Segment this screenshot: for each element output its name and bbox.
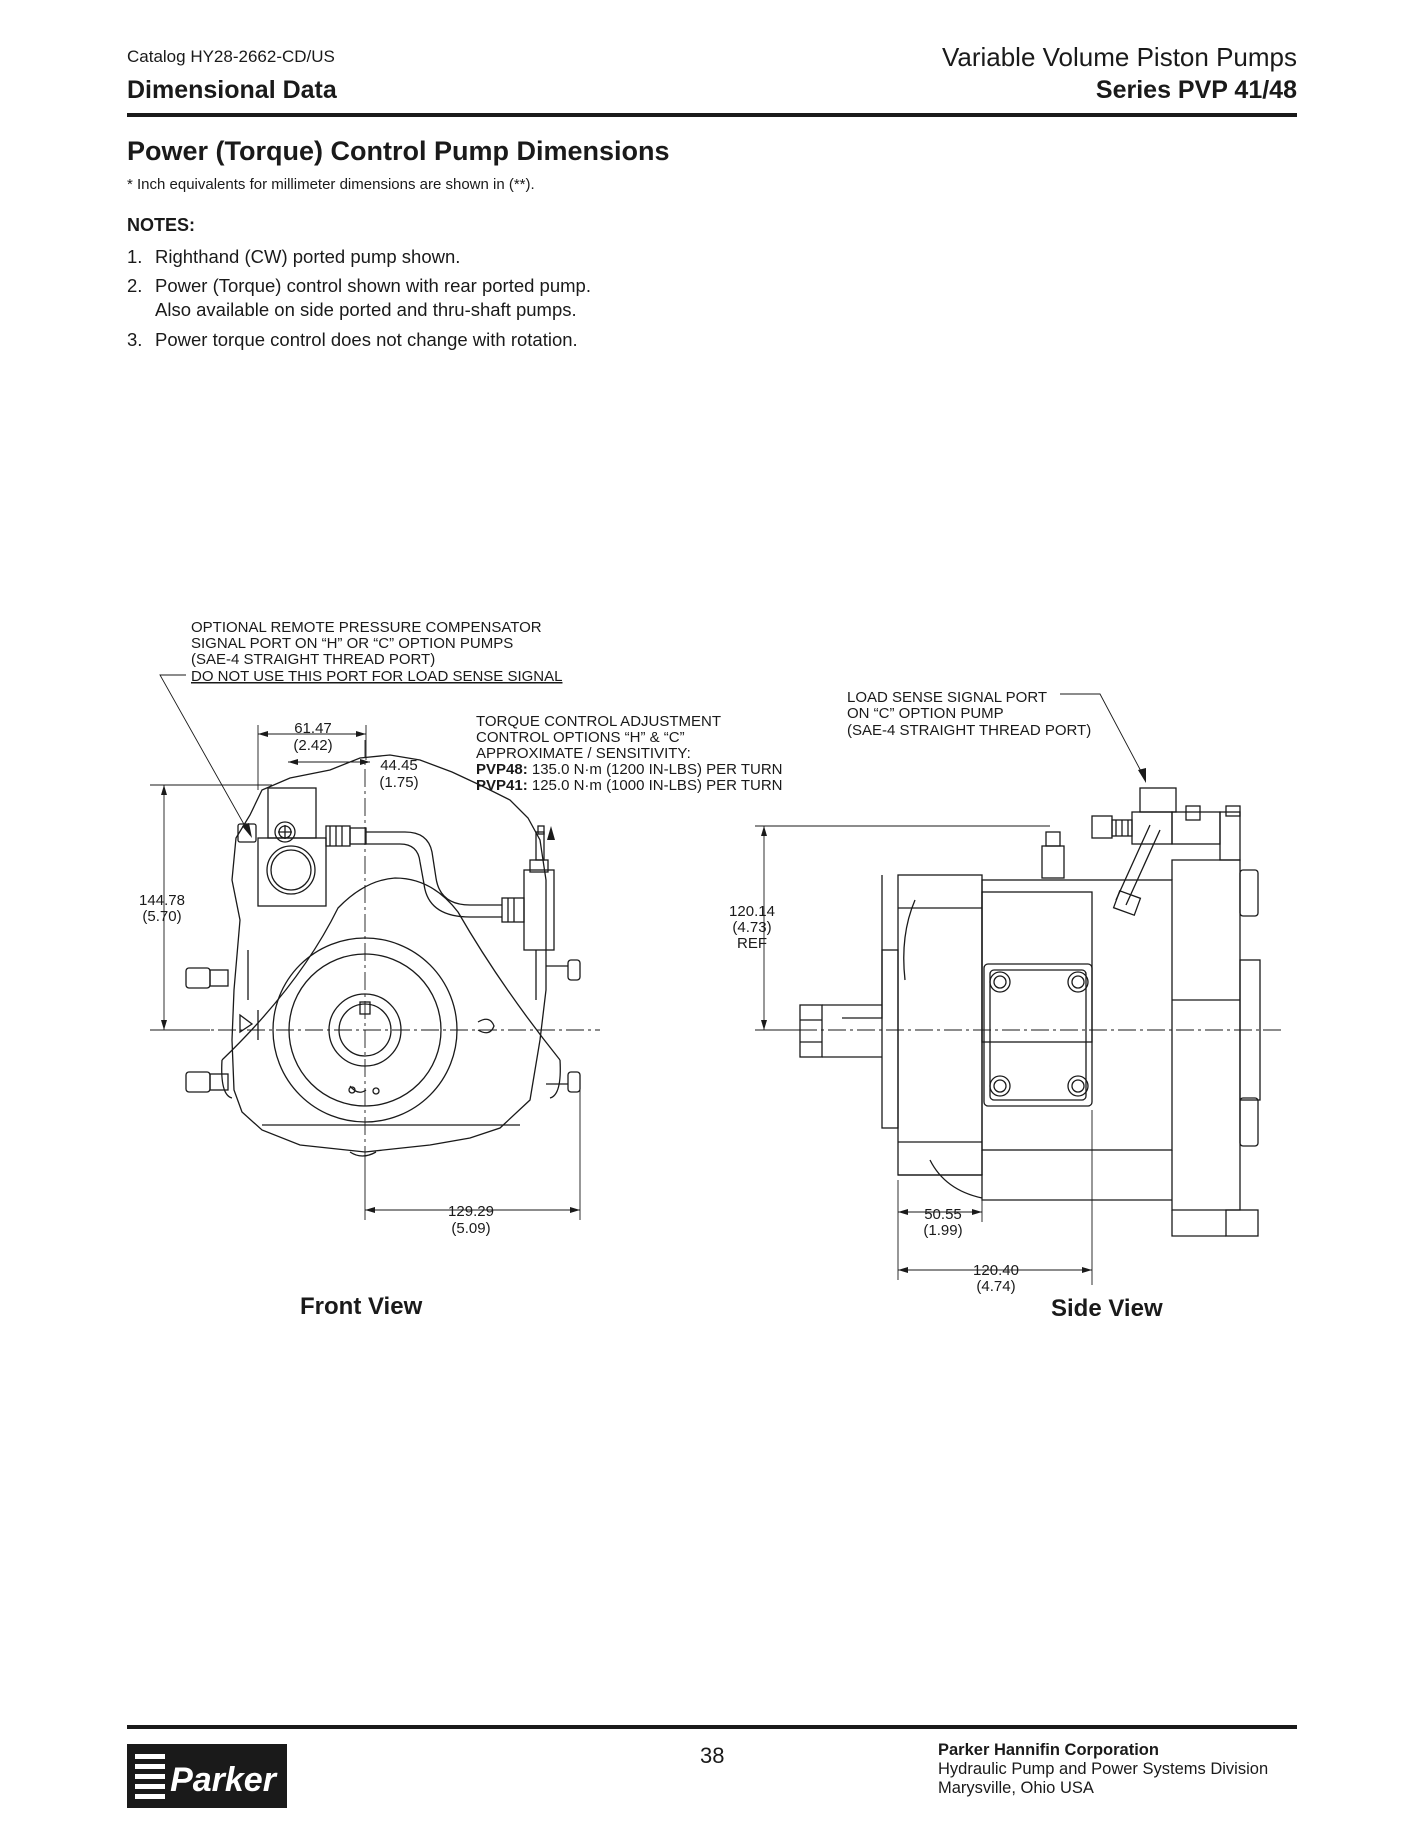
company-name: Parker Hannifin Corporation <box>938 1741 1159 1759</box>
side-callout-line: LOAD SENSE SIGNAL PORT <box>847 689 1047 706</box>
torque-callout-line: TORQUE CONTROL ADJUSTMENT <box>476 713 721 730</box>
dim-120-14-ref: REF <box>737 935 767 952</box>
side-callout-line: (SAE-4 STRAIGHT THREAD PORT) <box>847 722 1091 739</box>
logo-wordmark: Parker <box>170 1761 278 1799</box>
torque-callout-line: APPROXIMATE / SENSITIVITY: <box>476 745 691 762</box>
leader-lines <box>159 674 1144 836</box>
note-number: 2. <box>127 275 143 296</box>
dim-129-29-in: (5.09) <box>451 1220 490 1237</box>
parker-logo: Parker <box>127 1744 287 1808</box>
centerlines <box>160 740 1285 1160</box>
torque-callout-line: CONTROL OPTIONS “H” & “C” <box>476 729 685 746</box>
note-item: 1. Righthand (CW) ported pump shown. <box>127 245 460 269</box>
footer-divider <box>127 1725 1297 1729</box>
dim-44-45-mm: 44.45 <box>380 757 418 774</box>
product-name: Variable Volume Piston Pumps <box>941 42 1297 72</box>
dim-61-47-in: (2.42) <box>293 737 332 754</box>
side-view-drawing <box>799 787 1261 1237</box>
note-item: 3. Power torque control does not change w… <box>127 328 578 352</box>
dim-144-78-in: (5.70) <box>142 908 181 925</box>
note-item: 2. Power (Torque) control shown with rear… <box>127 274 591 322</box>
page-title: Power (Torque) Control Pump Dimensions <box>127 136 670 166</box>
page-number: 38 <box>700 1743 725 1768</box>
front-view-label: Front View <box>300 1293 423 1320</box>
dim-120-40-mm: 120.40 <box>973 1262 1019 1279</box>
pvp41-value: 125.0 N·m (1000 IN-LBS) PER TURN <box>528 777 783 794</box>
dim-50-55-in: (1.99) <box>923 1222 962 1239</box>
inch-equivalent-note: * Inch equivalents for millimeter dimens… <box>127 176 535 193</box>
dim-61-47-mm: 61.47 <box>294 720 332 737</box>
front-callout-line: DO NOT USE THIS PORT FOR LOAD SENSE SIGN… <box>191 668 562 685</box>
torque-callout: TORQUE CONTROL ADJUSTMENT CONTROL OPTION… <box>476 713 783 794</box>
front-callout: OPTIONAL REMOTE PRESSURE COMPENSATOR SIG… <box>191 619 562 685</box>
note-text: Power torque control does not change wit… <box>155 329 578 350</box>
dimension-lines <box>150 725 1093 1285</box>
dim-120-40-in: (4.74) <box>976 1278 1015 1295</box>
side-callout: LOAD SENSE SIGNAL PORT ON “C” OPTION PUM… <box>847 689 1091 739</box>
division-name: Hydraulic Pump and Power Systems Divisio… <box>938 1760 1269 1778</box>
dim-44-45-in: (1.75) <box>379 774 418 791</box>
company-location: Marysville, Ohio USA <box>938 1779 1094 1797</box>
pvp41-spec: PVP41: 125.0 N·m (1000 IN-LBS) PER TURN <box>476 777 783 794</box>
side-callout-line: ON “C” OPTION PUMP <box>847 705 1004 722</box>
dim-50-55-mm: 50.55 <box>924 1206 962 1223</box>
pvp48-label: PVP48: <box>476 761 528 778</box>
front-callout-line: OPTIONAL REMOTE PRESSURE COMPENSATOR <box>191 619 542 636</box>
section-title: Dimensional Data <box>127 76 337 104</box>
side-view-label: Side View <box>1051 1295 1163 1322</box>
front-callout-line: SIGNAL PORT ON “H” OR “C” OPTION PUMPS <box>191 635 513 652</box>
pvp41-label: PVP41: <box>476 777 528 794</box>
note-text: Righthand (CW) ported pump shown. <box>155 246 461 267</box>
note-text-continued: Also available on side ported and thru-s… <box>155 299 577 320</box>
dimension-values: 61.47 (2.42) 44.45 (1.75) 144.78 (5.70) … <box>139 720 1019 1295</box>
pvp48-value: 135.0 N·m (1200 IN-LBS) PER TURN <box>528 761 783 778</box>
note-number: 1. <box>127 246 143 267</box>
front-callout-line: (SAE-4 STRAIGHT THREAD PORT) <box>191 651 435 668</box>
dim-120-14-in: (4.73) <box>732 919 771 936</box>
front-view-drawing <box>185 754 581 1157</box>
pump-dimension-drawing: OPTIONAL REMOTE PRESSURE COMPENSATOR SIG… <box>139 619 1285 1295</box>
catalog-number: Catalog HY28-2662-CD/US <box>127 47 335 66</box>
dim-120-14-mm: 120.14 <box>729 903 775 920</box>
note-number: 3. <box>127 329 143 350</box>
dimension-arrows <box>161 731 1146 1273</box>
note-text: Power (Torque) control shown with rear p… <box>155 275 591 296</box>
dim-129-29-mm: 129.29 <box>448 1203 494 1220</box>
notes-heading: NOTES: <box>127 215 196 235</box>
header-divider <box>127 113 1297 117</box>
pvp48-spec: PVP48: 135.0 N·m (1200 IN-LBS) PER TURN <box>476 761 783 778</box>
series-name: Series PVP 41/48 <box>1095 76 1297 104</box>
dim-144-78-mm: 144.78 <box>139 892 185 909</box>
